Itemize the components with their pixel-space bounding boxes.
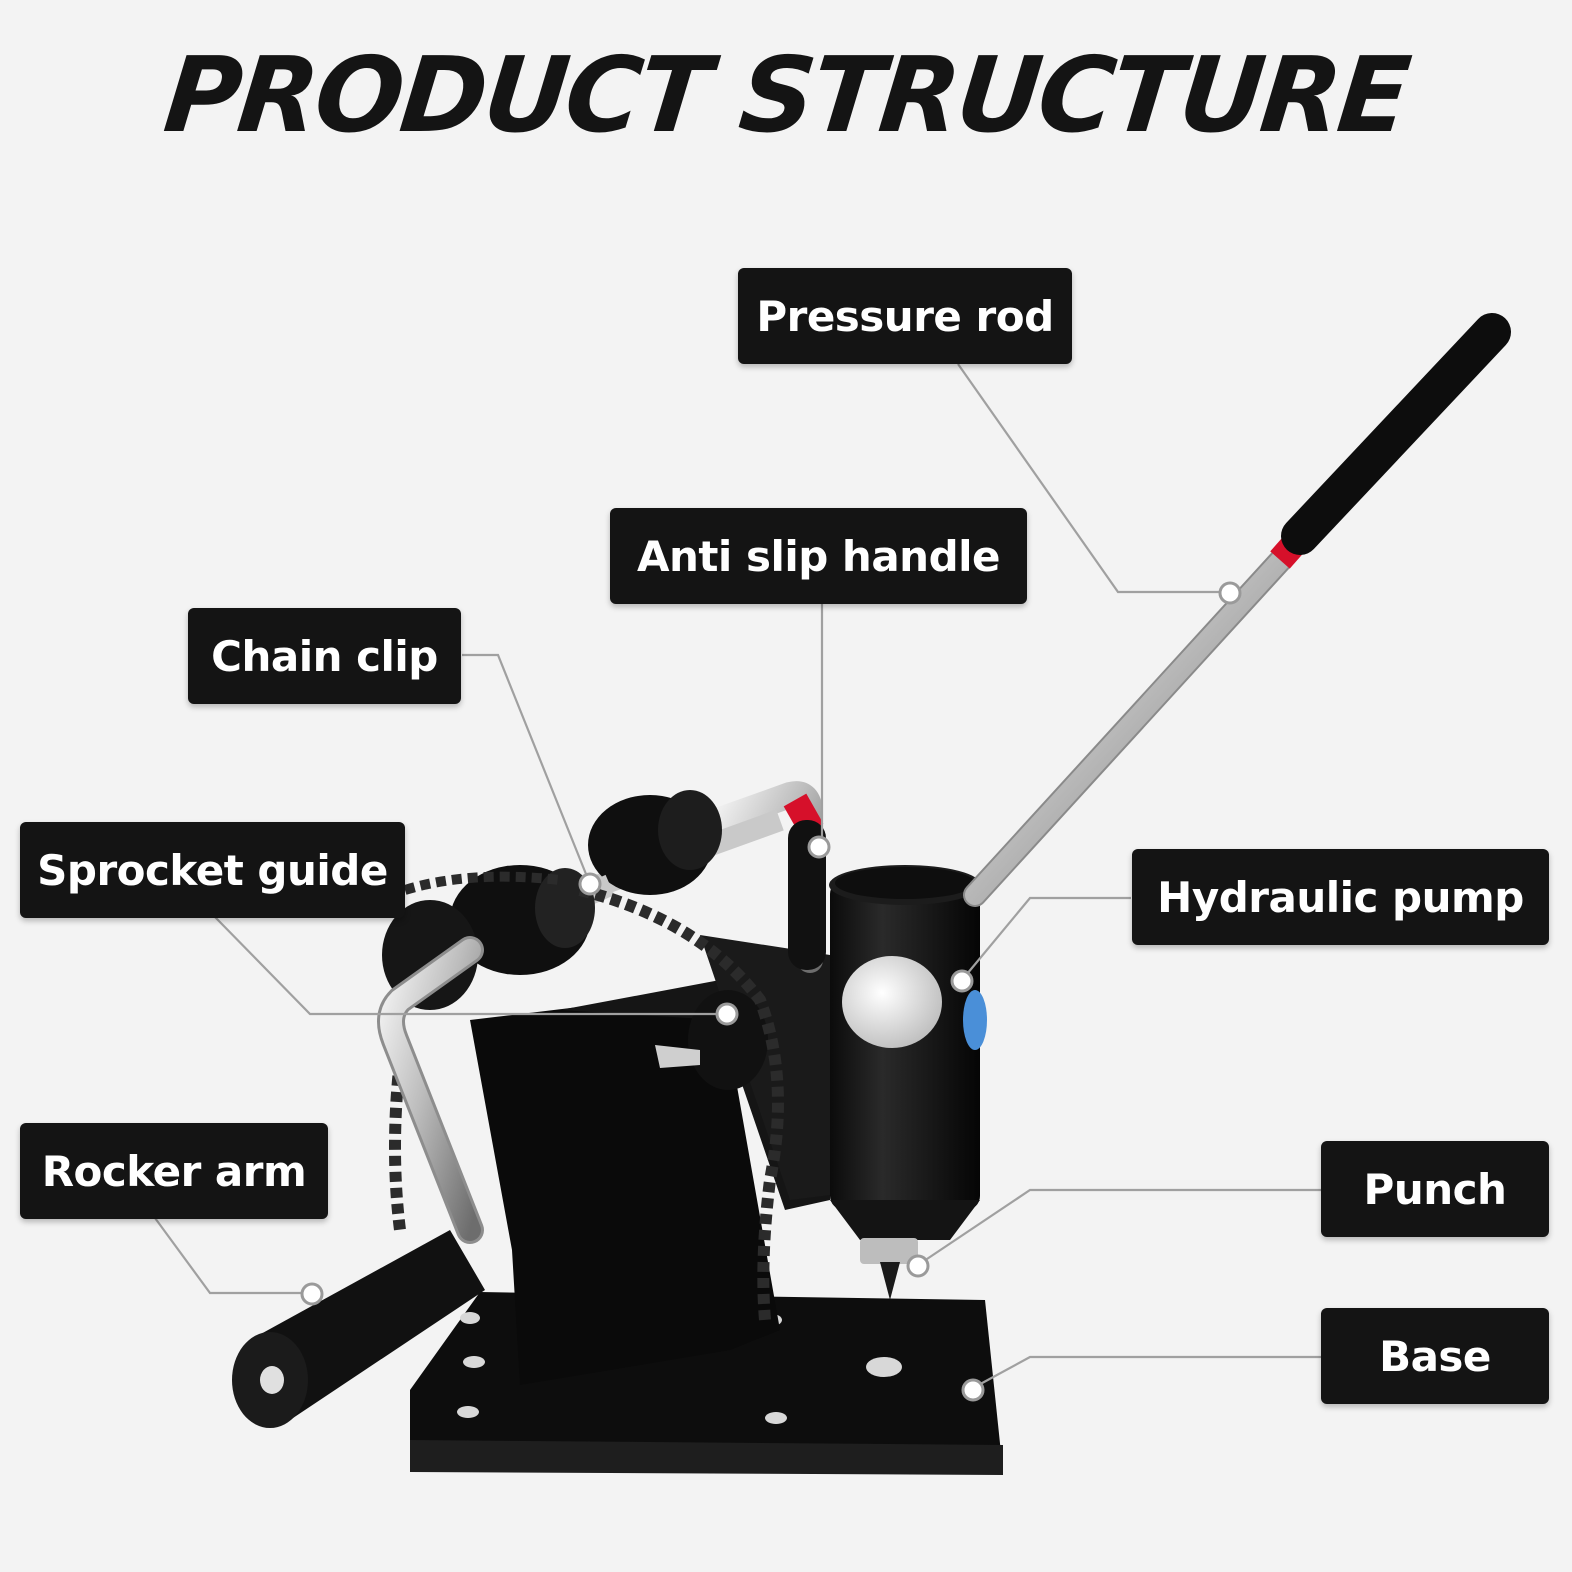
leader-rocker-arm xyxy=(154,1217,312,1295)
label-anti-slip-handle: Anti slip handle xyxy=(610,508,1027,604)
leader-hydraulic-pump xyxy=(961,896,1131,981)
dot-rocker-arm xyxy=(300,1282,324,1306)
label-punch: Punch xyxy=(1321,1141,1549,1237)
dot-anti-slip-handle xyxy=(807,835,831,859)
label-hydraulic-pump: Hydraulic pump xyxy=(1132,849,1549,945)
callout-dots xyxy=(300,581,1242,1402)
label-rocker-arm: Rocker arm xyxy=(20,1123,328,1219)
leader-lines xyxy=(154,363,1321,1389)
hydraulic-pump-body xyxy=(829,865,987,1300)
label-pressure-rod: Pressure rod xyxy=(738,268,1072,364)
label-base: Base xyxy=(1321,1308,1549,1404)
dot-hydraulic-pump xyxy=(950,969,974,993)
leader-sprocket-guide xyxy=(214,916,727,1016)
rocker-arm xyxy=(232,936,485,1428)
dot-punch xyxy=(906,1254,930,1278)
leader-punch xyxy=(917,1188,1321,1266)
label-sprocket-guide: Sprocket guide xyxy=(20,822,405,918)
pressure-rod xyxy=(963,313,1511,907)
dot-base xyxy=(961,1378,985,1402)
leader-pressure-rod xyxy=(957,363,1230,594)
dot-chain-clip xyxy=(578,872,602,896)
dot-sprocket-guide xyxy=(715,1002,739,1026)
label-chain-clip: Chain clip xyxy=(188,608,461,704)
leader-chain-clip xyxy=(462,653,592,885)
dot-pressure-rod xyxy=(1218,581,1242,605)
leader-base xyxy=(972,1355,1321,1389)
